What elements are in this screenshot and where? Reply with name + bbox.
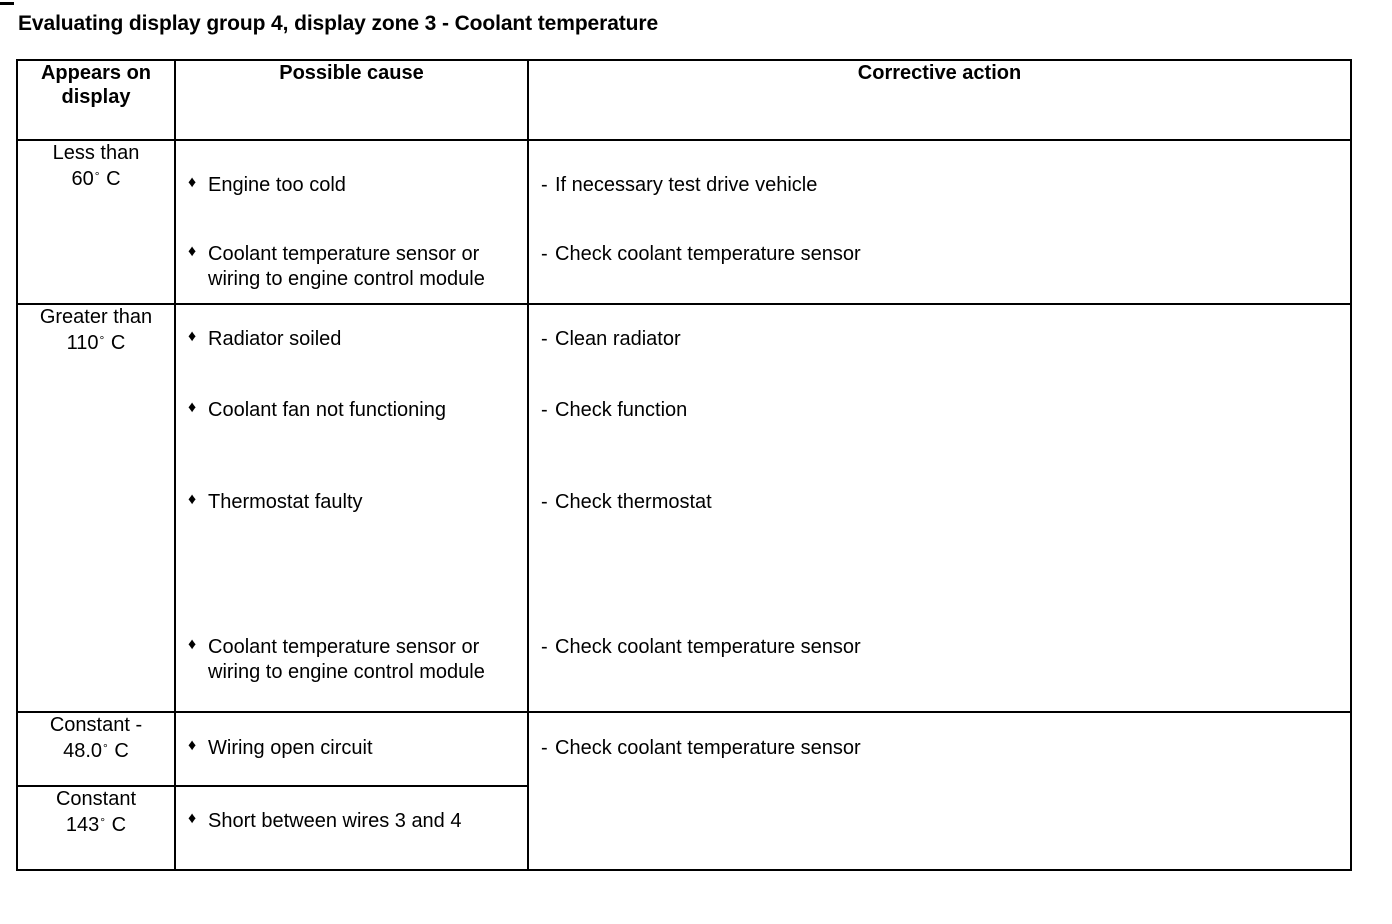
degree-icon: °: [103, 740, 108, 755]
cell-corrective-action: - Clean radiator - Check function - Chec…: [527, 303, 1352, 713]
list-item-label: Wiring open circuit: [208, 737, 373, 759]
diamond-bullet-icon: ♦: [188, 399, 197, 417]
dash-bullet-icon: -: [541, 737, 548, 759]
diamond-bullet-icon: ♦: [188, 174, 197, 191]
diamond-bullet-icon: ♦: [188, 810, 197, 827]
list-item: - Clean radiator: [529, 327, 1350, 352]
list-item: - Check function: [529, 398, 1350, 423]
cause-list: ♦ Radiator soiled ♦ Coolant fan not func…: [176, 327, 527, 685]
diamond-bullet-icon: ♦: [188, 243, 197, 261]
degree-icon: °: [99, 332, 105, 347]
list-item-label: Check coolant temperature sensor: [555, 243, 861, 266]
dash-bullet-icon: -: [541, 243, 548, 266]
display-condition-text: Constant: [55, 788, 137, 810]
display-condition-text: Less than: [52, 142, 140, 164]
diagnostic-table: Appears on display Possible cause Correc…: [16, 59, 1352, 871]
display-temperature-unit: C: [111, 813, 127, 836]
cause-list: ♦ Wiring open circuit: [176, 736, 527, 761]
dash-bullet-icon: -: [541, 491, 548, 514]
table-row: Constant - 48.0° C ♦ Wiring open circuit: [16, 711, 1352, 871]
list-item-label: Coolant temperature sensor or wiring to …: [208, 635, 485, 683]
cell-appears-on-display: Constant - 48.0° C: [16, 711, 176, 787]
list-item-label: Coolant fan not functioning: [208, 399, 446, 422]
display-temperature-unit: C: [106, 167, 121, 190]
display-temperature-value: 48.0: [63, 739, 103, 762]
header-line-2: display: [61, 86, 131, 109]
cell-corrective-action: - If necessary test drive vehicle - Chec…: [527, 139, 1352, 305]
list-item: ♦ Engine too cold: [176, 173, 527, 198]
cell-appears-on-display: Less than 60° C: [16, 139, 176, 305]
table-row: Constant 143° C ♦ Short between wires 3 …: [16, 785, 1351, 871]
header-line-1: Appears on: [40, 62, 152, 84]
diamond-bullet-icon: ♦: [188, 737, 197, 754]
list-item: - If necessary test drive vehicle: [529, 173, 1350, 198]
list-item-label: Short between wires 3 and 4: [208, 810, 462, 832]
display-condition-text: Greater than: [39, 306, 153, 328]
table-header-row: Appears on display Possible cause Correc…: [16, 59, 1352, 141]
cell-possible-cause: ♦ Radiator soiled ♦ Coolant fan not func…: [174, 303, 529, 713]
list-item: ♦ Wiring open circuit: [176, 736, 527, 761]
list-item-label: If necessary test drive vehicle: [555, 174, 818, 196]
action-list: - If necessary test drive vehicle - Chec…: [529, 173, 1350, 267]
dash-bullet-icon: -: [541, 635, 548, 658]
cell-appears-on-display: Greater than 110° C: [16, 303, 176, 713]
list-item: - Check thermostat: [529, 490, 1350, 515]
display-condition-text: Constant -: [49, 714, 143, 736]
dash-bullet-icon: -: [541, 328, 548, 350]
list-item-label: Thermostat faulty: [208, 491, 363, 514]
list-item-label: Radiator soiled: [208, 328, 342, 350]
action-list: - Clean radiator - Check function - Chec…: [529, 327, 1350, 660]
display-temperature-unit: C: [110, 331, 126, 354]
display-temperature-unit: C: [114, 739, 129, 762]
page-title: Evaluating display group 4, display zone…: [18, 12, 659, 35]
list-item-label: Clean radiator: [555, 328, 681, 350]
dash-bullet-icon: -: [541, 174, 548, 196]
cell-appears-on-display: Constant 143° C: [16, 785, 176, 871]
list-item: ♦ Coolant temperature sensor or wiring t…: [176, 242, 527, 292]
list-item: - Check coolant temperature sensor: [529, 242, 1350, 267]
display-temperature-value: 143: [65, 813, 100, 836]
cell-corrective-action: - Check coolant temperature sensor: [527, 711, 1352, 871]
cell-possible-cause: ♦ Wiring open circuit: [174, 711, 529, 787]
cause-list: ♦ Engine too cold ♦ Coolant temperature …: [176, 173, 527, 293]
column-header-corrective-action: Corrective action: [527, 59, 1352, 141]
diamond-bullet-icon: ♦: [188, 491, 197, 509]
page-corner-mark: [0, 2, 14, 5]
list-item: - Check coolant temperature sensor: [529, 736, 1350, 761]
list-item: ♦ Radiator soiled: [176, 327, 527, 352]
degree-icon: °: [100, 814, 106, 829]
display-temperature-value: 60: [71, 167, 94, 190]
column-header-possible-cause: Possible cause: [174, 59, 529, 141]
degree-icon: °: [94, 168, 100, 183]
cell-possible-cause: ♦ Engine too cold ♦ Coolant temperature …: [174, 139, 529, 305]
cell-possible-cause: ♦ Short between wires 3 and 4: [174, 785, 529, 871]
list-item-label: Coolant temperature sensor or wiring to …: [208, 243, 485, 291]
diamond-bullet-icon: ♦: [188, 328, 197, 345]
list-item: ♦ Thermostat faulty: [176, 490, 527, 515]
column-header-appears-on-display: Appears on display: [16, 59, 176, 141]
cause-list: ♦ Short between wires 3 and 4: [176, 809, 527, 834]
display-temperature-value: 110: [66, 331, 99, 354]
action-list: - Check coolant temperature sensor: [529, 736, 1350, 761]
dash-bullet-icon: -: [541, 399, 548, 422]
list-item: ♦ Short between wires 3 and 4: [176, 809, 527, 834]
list-item: - Check coolant temperature sensor: [529, 635, 1350, 660]
table-row: Greater than 110° C ♦ Radiator soiled ♦ …: [16, 303, 1352, 713]
list-item-label: Check function: [555, 399, 688, 422]
table-row: Less than 60° C ♦ Engine too cold ♦ Cool…: [16, 139, 1352, 305]
list-item-label: Engine too cold: [208, 174, 346, 196]
list-item-label: Check thermostat: [555, 491, 712, 514]
list-item-label: Check coolant temperature sensor: [555, 635, 861, 658]
list-item-label: Check coolant temperature sensor: [555, 737, 861, 759]
diamond-bullet-icon: ♦: [188, 635, 197, 653]
list-item: ♦ Coolant fan not functioning: [176, 398, 527, 423]
list-item: ♦ Coolant temperature sensor or wiring t…: [176, 635, 527, 685]
